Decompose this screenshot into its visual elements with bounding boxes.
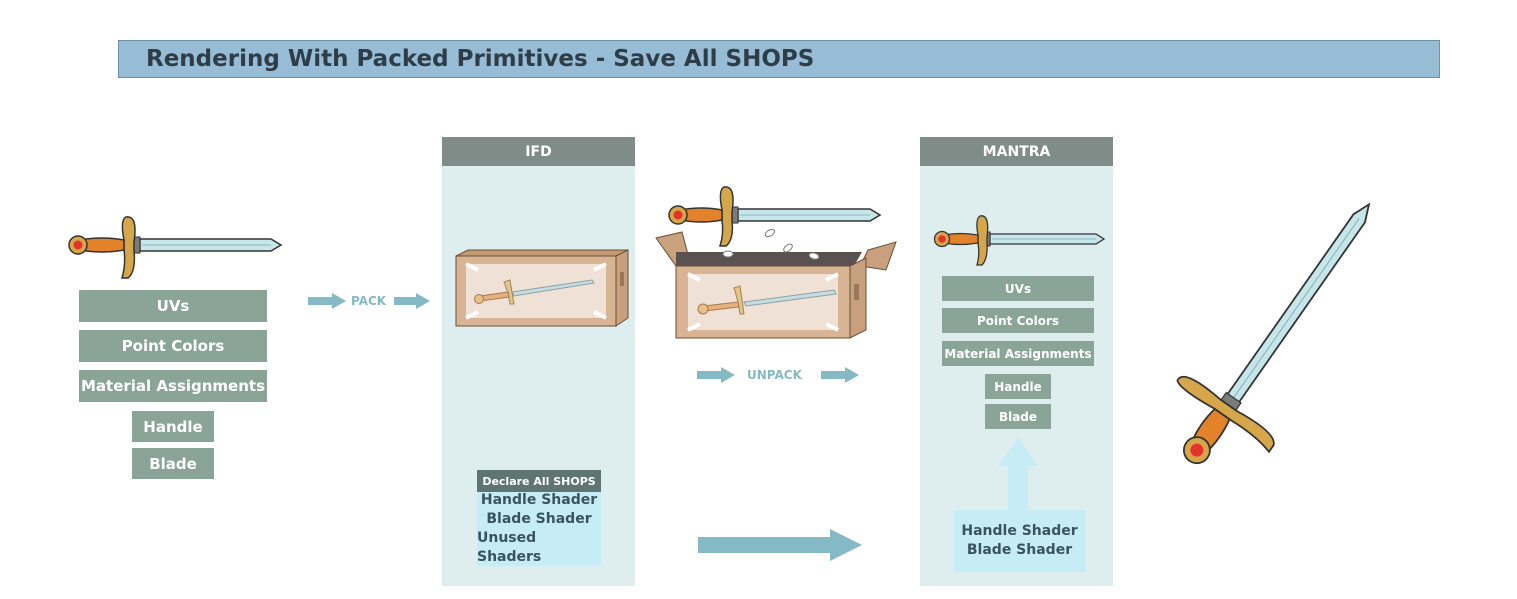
closed-box-icon (455, 249, 629, 327)
source-attr-point-colors: Point Colors (79, 330, 267, 362)
sword-icon (1176, 202, 1371, 465)
page-title: Rendering With Packed Primitives - Save … (146, 46, 815, 72)
ifd-shader-handle: Handle Shader (480, 492, 598, 508)
mantra-shader-handle: Handle Shader (961, 523, 1078, 539)
source-group-blade: Blade (132, 448, 214, 479)
shader-transfer-arrow-icon (698, 529, 862, 561)
unpack-label: UNPACK (747, 368, 802, 382)
ifd-shader-blade: Blade Shader (486, 511, 592, 527)
unpack-arrow-left-icon (697, 367, 735, 383)
mantra-group-blade: Blade (985, 404, 1051, 429)
source-attr-uvs: UVs (79, 290, 267, 322)
mantra-shader-blade: Blade Shader (966, 542, 1073, 558)
mantra-attr-point-colors: Point Colors (942, 308, 1094, 333)
sword-icon (68, 216, 283, 279)
unpack-arrow-right-icon (821, 367, 859, 383)
ifd-header: IFD (442, 137, 635, 166)
declare-all-shops-header: Declare All SHOPS (477, 470, 601, 492)
mantra-attr-uvs: UVs (942, 276, 1094, 301)
source-group-handle: Handle (132, 411, 214, 442)
up-arrow-icon (998, 438, 1038, 512)
ifd-shader-list: Handle Shader Blade Shader Unused Shader… (477, 492, 601, 566)
title-bar: Rendering With Packed Primitives - Save … (118, 40, 1440, 78)
sword-icon (933, 215, 1106, 266)
mantra-shader-list: Handle Shader Blade Shader (954, 510, 1085, 572)
sword-icon (668, 186, 882, 247)
mantra-header: MANTRA (920, 137, 1113, 166)
mantra-group-handle: Handle (985, 374, 1051, 399)
pack-label: PACK (351, 294, 387, 308)
mantra-attr-material-assignments: Material Assignments (942, 341, 1094, 366)
pack-arrow-left-icon (308, 293, 346, 309)
open-box-icon (655, 228, 897, 339)
ifd-shader-unused: Unused Shaders (477, 530, 542, 565)
pack-arrow-right-icon (394, 293, 430, 309)
source-attr-material-assignments: Material Assignments (79, 370, 267, 402)
